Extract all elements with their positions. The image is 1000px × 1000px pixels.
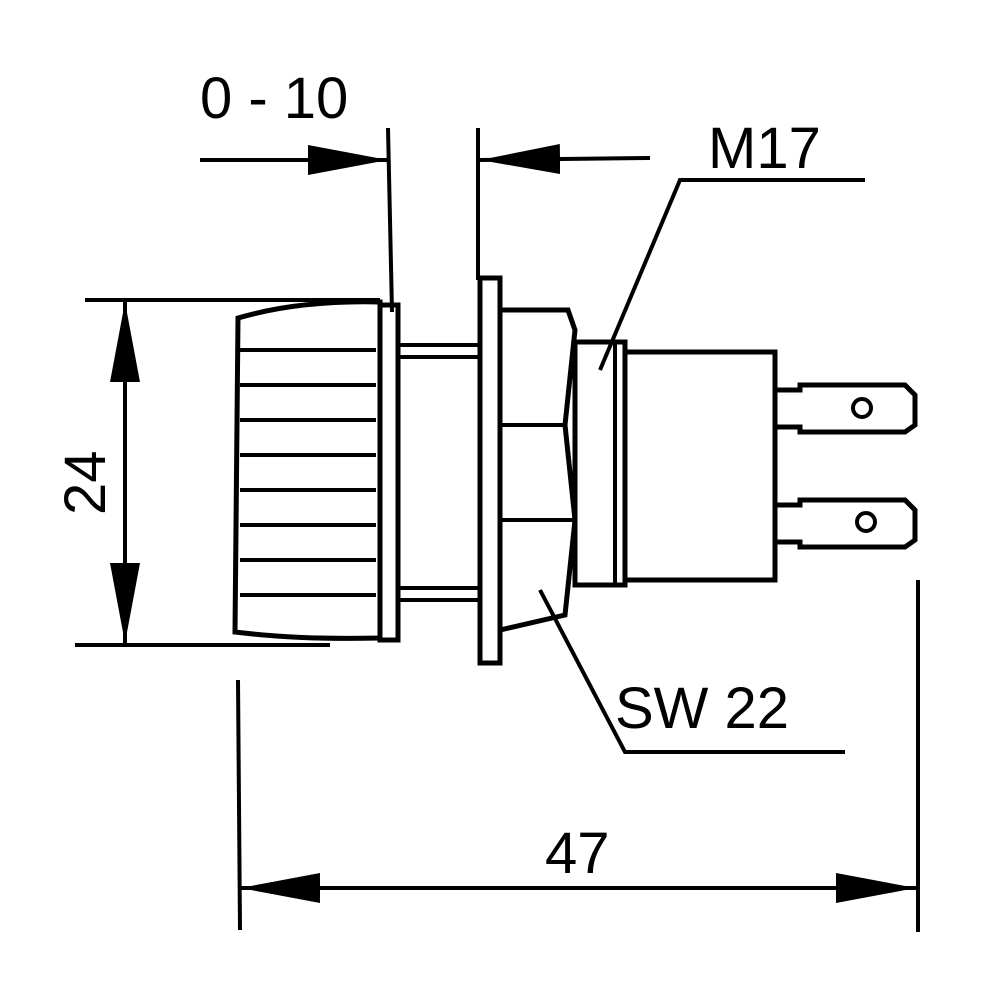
- diameter-label: 24: [53, 450, 118, 515]
- wrench-size-label: SW 22: [615, 676, 789, 741]
- terminal-top: [775, 382, 918, 435]
- wrench-size-leader: [538, 589, 845, 754]
- mounting-panel: [477, 275, 503, 666]
- panel-thickness-label: 0 - 10: [200, 66, 348, 131]
- hex-nut: [497, 307, 578, 634]
- knob: [232, 299, 401, 643]
- diameter-dimension: [75, 298, 380, 647]
- thread-label: M17: [708, 116, 821, 181]
- switch-body: [622, 349, 778, 583]
- thread-leader: [598, 178, 865, 371]
- shaft: [398, 343, 480, 602]
- length-label: 47: [545, 821, 610, 886]
- terminal-bottom: [775, 497, 918, 550]
- threaded-bushing: [572, 339, 628, 588]
- length-dimension: [236, 580, 920, 932]
- panel-thickness-dimension: [200, 127, 651, 313]
